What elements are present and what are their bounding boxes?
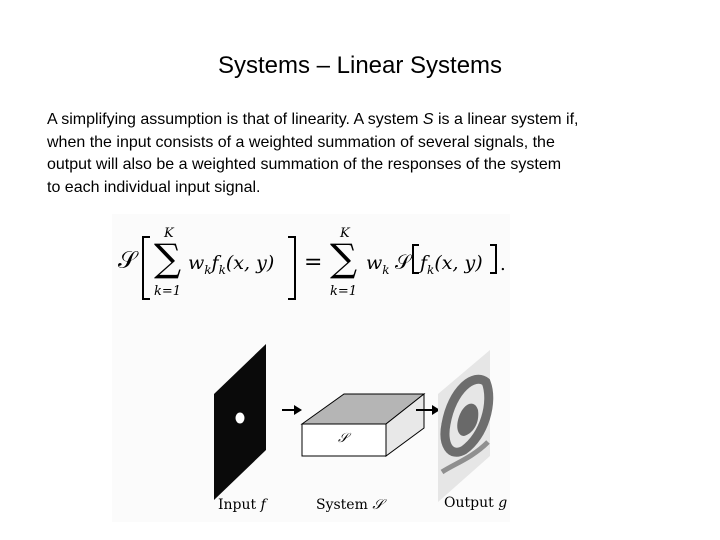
system-symbol-inline: S	[422, 111, 434, 128]
left-bracket-open	[142, 236, 150, 300]
paragraph-line-1-b: is a linear system if,	[433, 111, 579, 128]
eq-sum-lower-right: k=1	[330, 284, 358, 299]
linearity-equation: 𝒮 K ∑ k=1 wkfk(x, y) = K ∑ k=1 wk 𝒮 fk(x…	[112, 214, 510, 332]
eq-sum-upper-right: K	[340, 226, 350, 241]
slide-paragraph: A simplifying assumption is that of line…	[47, 109, 697, 199]
arrow-output-head-icon	[432, 405, 440, 415]
eq-right-func: fk(x, y)	[420, 252, 483, 277]
output-response-core	[457, 403, 479, 436]
right-bracket-open	[412, 244, 419, 274]
eq-equals: =	[304, 250, 323, 275]
linear-system-figure: 𝒮 K ∑ k=1 wkfk(x, y) = K ∑ k=1 wk 𝒮 fk(x…	[112, 214, 510, 522]
system-box-symbol: 𝒮	[338, 431, 349, 446]
caption-system: System 𝒮	[316, 497, 384, 513]
system-box-front	[301, 423, 387, 457]
output-response-ring	[440, 374, 494, 457]
paragraph-line-1-a: A simplifying assumption is that of line…	[47, 111, 423, 128]
paragraph-line-3: output will also be a weighted summation…	[47, 156, 562, 173]
caption-input: Input f	[218, 497, 266, 513]
caption-output: Output g	[444, 495, 508, 511]
paragraph-line-4: to each individual input signal.	[47, 178, 261, 196]
eq-sum-sign-left: ∑	[154, 236, 182, 280]
paragraph-line-2: when the input consists of a weighted su…	[47, 133, 555, 151]
eq-system-symbol-right: 𝒮	[395, 250, 411, 274]
paragraph-line-1: A simplifying assumption is that of line…	[47, 109, 697, 132]
eq-sum-sign-right: ∑	[330, 236, 358, 280]
eq-left-weight: wkfk(x, y)	[188, 252, 275, 277]
slide-title: Systems – Linear Systems	[217, 52, 503, 79]
eq-right-weight: wk	[366, 252, 390, 277]
input-impulse-dot	[235, 412, 245, 424]
eq-period: .	[500, 254, 506, 275]
right-bracket-close	[490, 244, 497, 274]
arrow-input-head-icon	[294, 405, 302, 415]
system-diagram-svg	[214, 344, 494, 502]
output-response-streak	[440, 440, 490, 475]
left-bracket-close	[288, 236, 296, 300]
system-box-side	[385, 392, 425, 457]
eq-sum-upper-left: K	[164, 226, 174, 241]
eq-system-symbol-left: 𝒮	[118, 246, 137, 274]
eq-sum-lower-left: k=1	[154, 284, 182, 299]
system-diagram: 𝒮 Input f System 𝒮 Output g	[112, 332, 510, 522]
